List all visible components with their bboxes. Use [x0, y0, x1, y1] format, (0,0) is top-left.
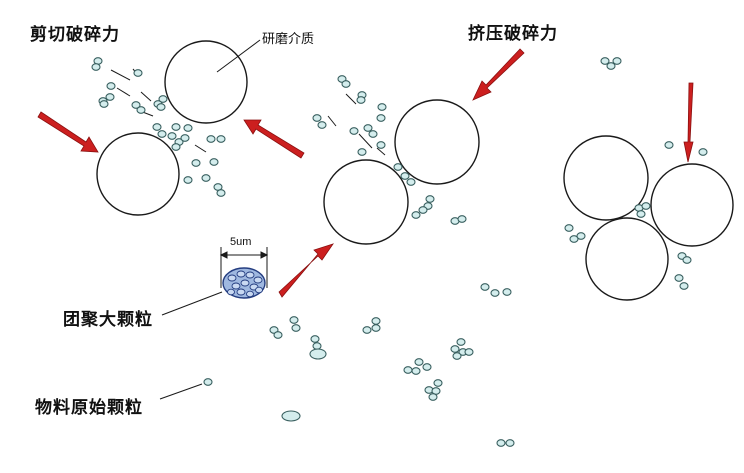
agglomerate-particle — [222, 267, 266, 299]
label-grinding-media: 研磨介质 — [262, 32, 315, 47]
particles — [91, 57, 708, 447]
label-scale-bar: 5um — [230, 236, 252, 248]
ball-squeeze-upper — [394, 99, 480, 185]
arrow-shear-right — [243, 119, 305, 159]
arrow-squeeze-bottom — [278, 243, 334, 298]
label-squeeze-force: 挤压破碎力 — [468, 24, 558, 44]
scale-bar — [219, 247, 269, 288]
ball-right-left — [563, 135, 649, 221]
leader-lines — [159, 39, 261, 400]
leader-media — [216, 39, 261, 73]
leader-primary — [159, 383, 203, 400]
arrow-right-top — [683, 82, 694, 163]
ball-right-bottom — [585, 217, 669, 301]
ball-squeeze-lower — [323, 159, 409, 245]
label-agglomerate: 团聚大颗粒 — [63, 310, 153, 330]
force-arrows — [37, 48, 694, 298]
arrow-shear-left — [37, 111, 99, 153]
label-primary-particle: 物料原始颗粒 — [35, 398, 143, 418]
ball-shear-lower — [96, 132, 180, 216]
label-shear-force: 剪切破碎力 — [30, 25, 120, 45]
ball-shear-upper — [164, 40, 248, 124]
leader-agglomerate — [161, 291, 223, 316]
ball-right-right — [650, 163, 734, 247]
arrow-squeeze-top — [472, 48, 525, 101]
grinding-balls — [96, 40, 734, 301]
